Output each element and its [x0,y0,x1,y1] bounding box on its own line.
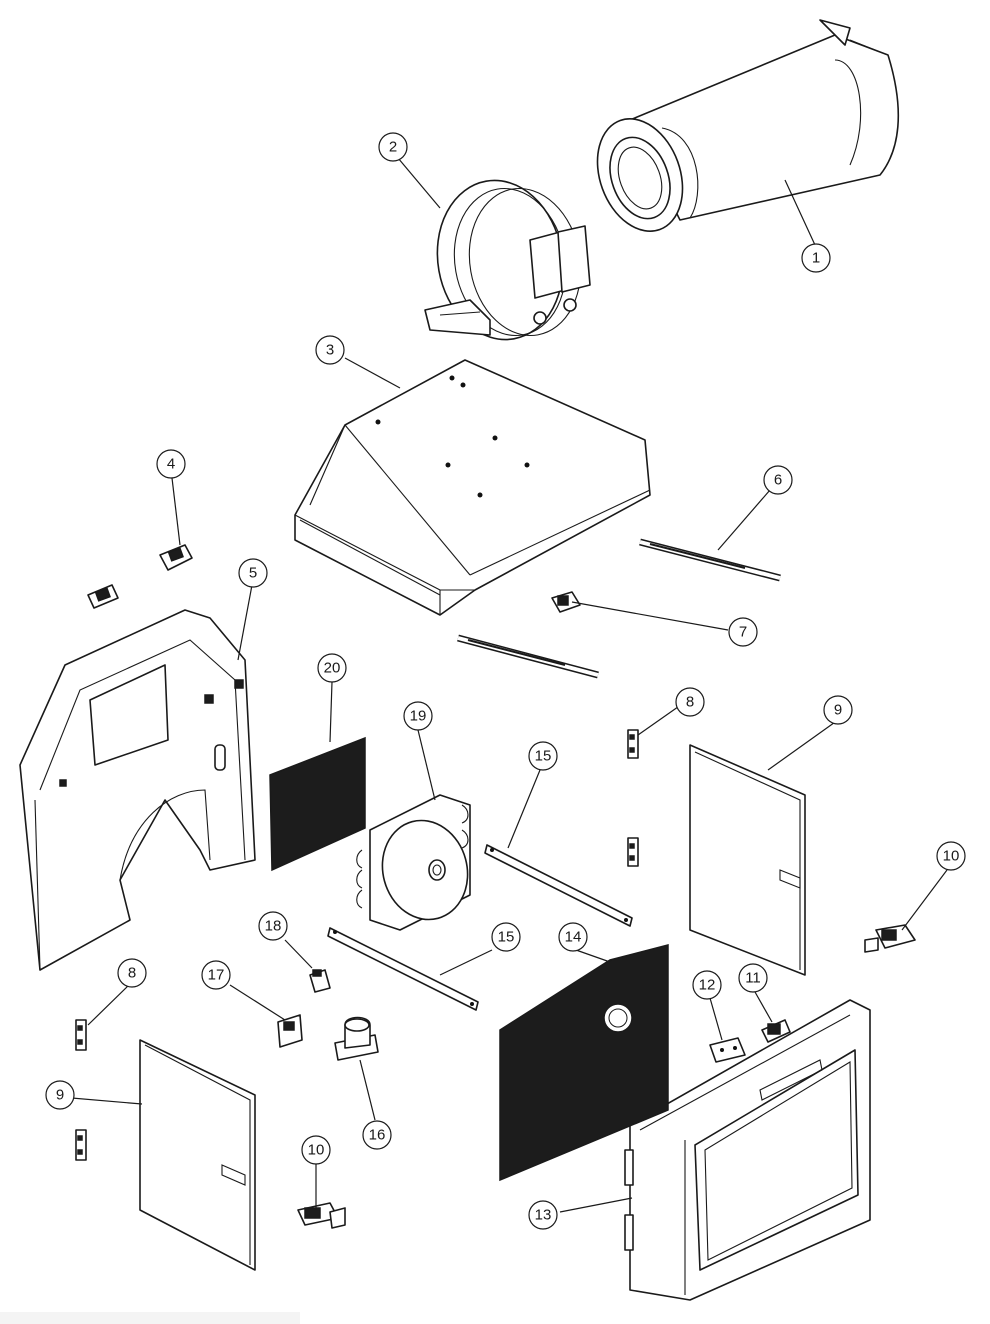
callout-17: 17 [201,960,231,990]
svg-text:8: 8 [686,694,694,711]
part-19-fan-assembly [356,794,471,931]
callout-8-lower: 8 [117,958,147,988]
svg-text:9: 9 [834,702,842,719]
svg-text:2: 2 [389,139,397,156]
part-1-cylinder [596,19,900,232]
callout-11: 11 [738,963,768,993]
leader-lines [59,157,948,1213]
svg-text:9: 9 [56,1087,64,1104]
callout-15-upper: 15 [528,741,558,771]
callout-14: 14 [558,922,588,952]
svg-text:19: 19 [410,708,427,725]
callout-3: 3 [315,335,345,365]
part-11-latch-keeper [761,1019,791,1043]
svg-text:1: 1 [812,250,820,267]
callout-7: 7 [728,617,758,647]
callout-20: 20 [317,653,347,683]
callout-13: 13 [528,1200,558,1230]
part-16-mount [334,1016,379,1061]
svg-text:20: 20 [324,660,341,677]
callout-8-upper: 8 [675,687,705,717]
callout-5: 5 [238,558,268,588]
callout-18: 18 [258,911,288,941]
part-8-hinge-lower [75,1019,87,1161]
svg-text:17: 17 [208,967,225,984]
part-4-latch-bracket [87,544,193,609]
part-10-latch-right [864,924,916,953]
svg-text:13: 13 [535,1207,552,1224]
svg-text:6: 6 [774,472,782,489]
part-7-bracket [551,591,581,613]
part-12-hinge-plate [709,1037,746,1063]
callout-15-lower: 15 [491,922,521,952]
part-14-mesh-screen [499,944,669,1182]
part-15-rail-lower [327,927,479,1011]
svg-text:10: 10 [308,1142,325,1159]
callout-10-right: 10 [936,841,966,871]
svg-text:16: 16 [369,1127,386,1144]
part-6-gas-strut-lower [457,634,599,679]
part-10-latch-left [297,1202,346,1229]
svg-text:14: 14 [565,929,582,946]
part-20-filter-screen [269,736,366,872]
svg-text:3: 3 [326,342,334,359]
part-9-door-right [689,744,806,976]
svg-text:4: 4 [167,456,175,473]
callout-1: 1 [801,243,831,273]
part-18-block [309,969,331,993]
callout-9-right: 9 [823,695,853,725]
callout-16: 16 [362,1120,392,1150]
bottom-shade [0,1312,300,1324]
callout-4: 4 [156,449,186,479]
part-9-door-left [139,1039,256,1271]
svg-text:5: 5 [249,565,257,582]
part-3-hood [294,359,651,616]
callout-6: 6 [763,465,793,495]
part-6-gas-strut [639,538,781,582]
callout-10-left: 10 [301,1135,331,1165]
part-13-front-frame [624,999,871,1301]
callout-19: 19 [403,701,433,731]
svg-text:18: 18 [265,918,282,935]
callout-12: 12 [692,970,722,1000]
svg-text:15: 15 [498,929,515,946]
svg-text:7: 7 [739,624,747,641]
part-8-hinge-upper [627,729,639,867]
part-15-rail-upper [484,844,633,927]
svg-text:11: 11 [745,970,761,987]
part-5-side-frame [19,609,256,971]
part-2-band-clamp [424,179,591,341]
svg-text:10: 10 [943,848,960,865]
svg-text:12: 12 [699,977,716,994]
svg-text:8: 8 [128,965,136,982]
callout-2: 2 [378,132,408,162]
part-17-switch [277,1014,303,1048]
svg-text:15: 15 [535,748,552,765]
callout-9-left: 9 [45,1080,75,1110]
